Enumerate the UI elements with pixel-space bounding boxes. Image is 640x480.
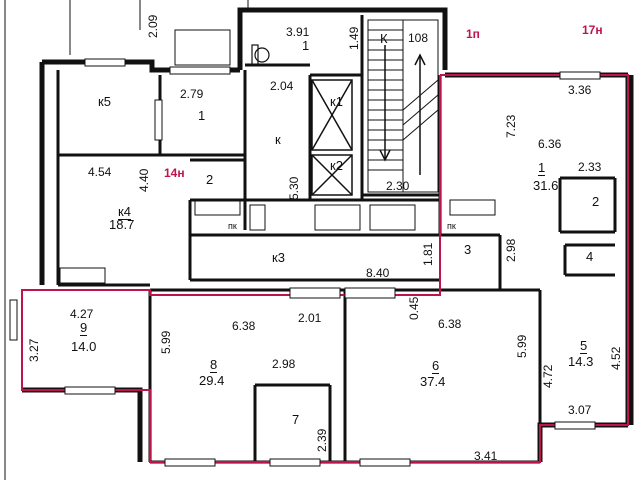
dim-6-38-b: 6.38 xyxy=(438,317,462,331)
dim-2-33: 2.33 xyxy=(578,160,602,174)
dim-3-91: 3.91 xyxy=(286,25,310,39)
room-3: 3 xyxy=(464,242,472,257)
exterior-lines xyxy=(4,0,249,480)
area-room-6: 37.4 xyxy=(420,374,446,389)
room-9: 9 xyxy=(80,320,88,336)
dim-4-27: 4.27 xyxy=(70,307,94,321)
dim-7-23: 7.23 xyxy=(504,114,518,138)
room-1-left: 1 xyxy=(198,108,206,123)
room-k-stair: К xyxy=(380,31,388,46)
room-7: 7 xyxy=(292,412,300,427)
stairs-arrow-icon xyxy=(379,45,426,175)
interior-walls xyxy=(56,15,634,464)
room-k5: к5 xyxy=(98,94,111,109)
room-5: 5 xyxy=(580,338,588,354)
dim-2-01: 2.01 xyxy=(298,311,322,325)
area-room-1-right: 31.6 xyxy=(533,178,559,193)
windows xyxy=(9,58,601,467)
label-pk-2: пк xyxy=(447,221,456,231)
dim-2-79: 2.79 xyxy=(180,87,204,101)
room-2-left: 2 xyxy=(206,172,214,187)
dim-2-39: 2.39 xyxy=(315,428,329,452)
room-1-top: 1 xyxy=(302,38,310,53)
fixtures xyxy=(59,29,496,284)
dim-4-40: 4.40 xyxy=(137,168,151,192)
toilet-icon xyxy=(251,44,270,66)
dim-2-09: 2.09 xyxy=(146,14,160,38)
dim-2-30: 2.30 xyxy=(386,179,410,193)
room-k1: к1 xyxy=(330,94,343,109)
dim-0-45: 0.45 xyxy=(407,296,421,320)
room-k3: к3 xyxy=(272,250,285,265)
dim-6-36: 6.36 xyxy=(538,137,562,151)
dim-5-99-b: 5.99 xyxy=(515,334,529,358)
dim-6-38-a: 6.38 xyxy=(232,319,256,333)
dim-3-07: 3.07 xyxy=(568,403,592,417)
dim-5-30: 5.30 xyxy=(287,176,301,200)
dim-3-27: 3.27 xyxy=(27,338,41,362)
dim-3-41: 3.41 xyxy=(474,449,498,463)
room-6: 6 xyxy=(432,358,440,374)
dim-1-49: 1.49 xyxy=(347,26,361,50)
room-2-right: 2 xyxy=(592,194,600,209)
dim-4-52: 4.52 xyxy=(609,346,623,370)
room-k-corridor: к xyxy=(275,132,281,147)
room-k2: к2 xyxy=(330,158,343,173)
dim-2-98-a: 2.98 xyxy=(504,238,518,262)
dim-2-04: 2.04 xyxy=(270,79,294,93)
room-8: 8 xyxy=(210,357,218,373)
area-room-5: 14.3 xyxy=(568,354,594,369)
unit-17n: 17н xyxy=(582,23,603,37)
room-4: 4 xyxy=(586,249,594,264)
dim-3-36: 3.36 xyxy=(568,83,592,97)
dim-8-40: 8.40 xyxy=(366,266,390,280)
highlighted-premises-outline xyxy=(21,74,629,463)
area-k4: 18.7 xyxy=(109,217,135,232)
dim-4-72: 4.72 xyxy=(541,364,555,388)
elevator-icon xyxy=(311,79,353,196)
number-108: 108 xyxy=(408,31,429,45)
dim-1-81: 1.81 xyxy=(421,242,435,266)
dim-4-54: 4.54 xyxy=(88,165,112,179)
dim-5-99-a: 5.99 xyxy=(159,330,173,354)
area-room-8: 29.4 xyxy=(199,373,225,388)
stairs xyxy=(367,19,439,193)
room-1-right: 1 xyxy=(538,160,546,176)
unit-14n: 14н xyxy=(164,166,185,180)
dim-2-98-b: 2.98 xyxy=(272,357,296,371)
area-room-9: 14.0 xyxy=(71,339,97,354)
label-pk-1: пк xyxy=(228,221,237,231)
room-k4: к4 xyxy=(118,204,131,220)
unit-1n: 1п xyxy=(466,27,480,41)
